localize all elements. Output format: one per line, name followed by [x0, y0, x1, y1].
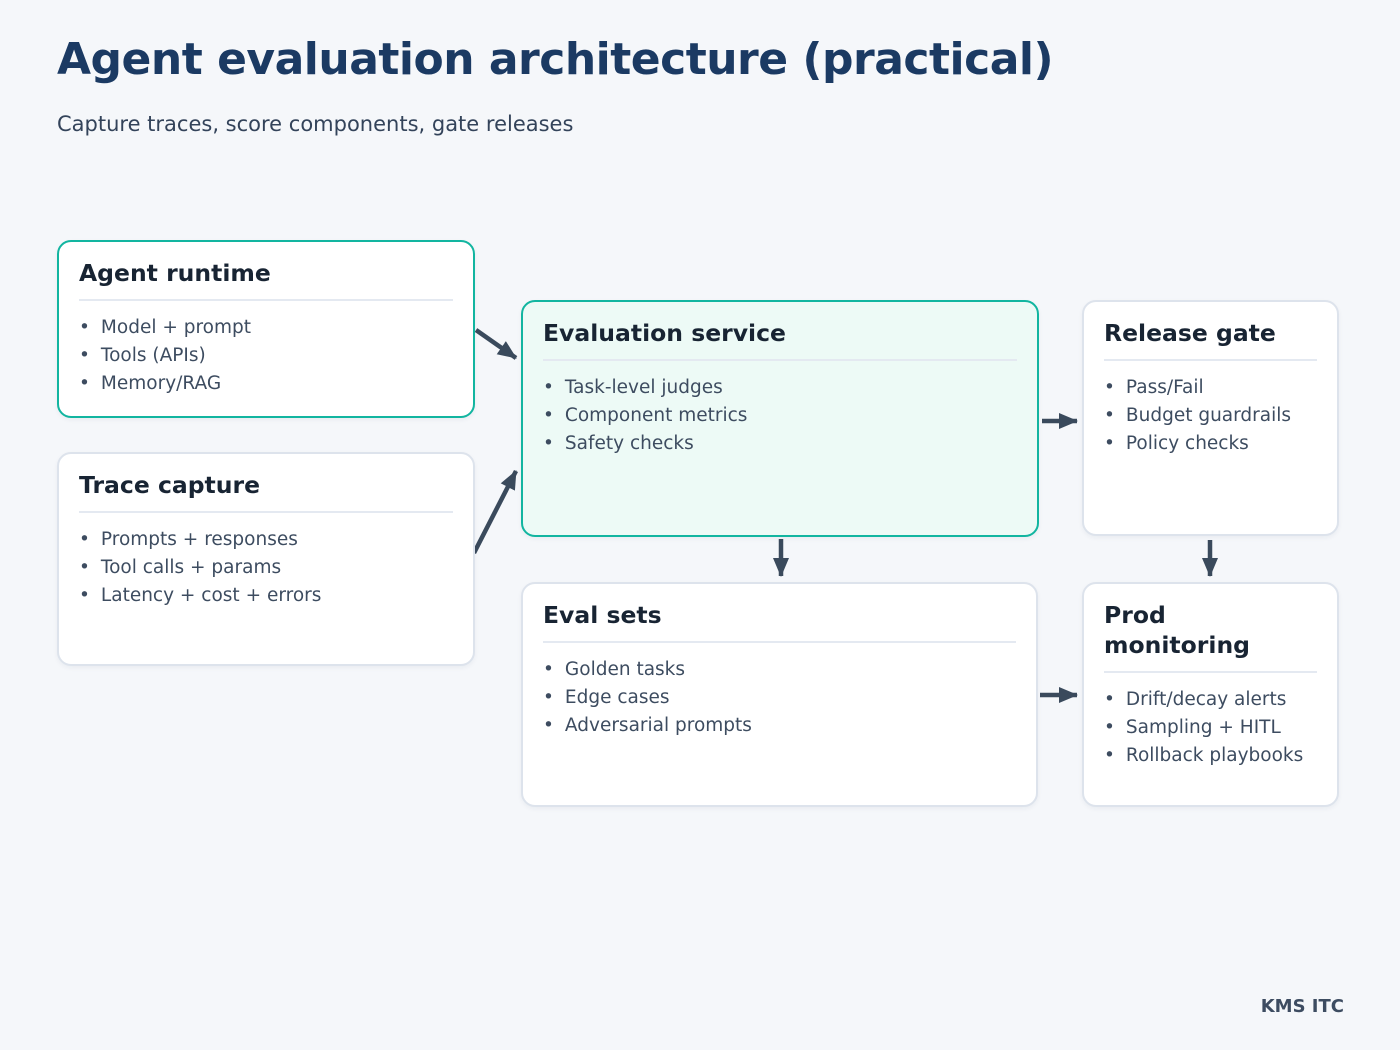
- list-item: Component metrics: [543, 402, 1017, 430]
- list-item: Golden tasks: [543, 656, 1016, 684]
- list-item: Policy checks: [1104, 430, 1317, 458]
- divider: [1104, 671, 1317, 673]
- arrow-trace-capture-to-evaluation-service: [471, 469, 519, 555]
- list-item: Drift/decay alerts: [1104, 686, 1317, 714]
- list-item: Memory/RAG: [79, 370, 453, 398]
- page-title: Agent evaluation architecture (practical…: [57, 34, 1054, 85]
- node-evaluation-service: Evaluation service Task-level judges Com…: [521, 300, 1039, 537]
- node-title: Agent runtime: [79, 259, 271, 287]
- node-release-gate: Release gate Pass/Fail Budget guardrails…: [1082, 300, 1339, 536]
- list-item: Model + prompt: [79, 314, 453, 342]
- list-item: Tool calls + params: [79, 554, 453, 582]
- node-title: Prod monitoring: [1104, 601, 1250, 659]
- node-item-list: Pass/Fail Budget guardrails Policy check…: [1104, 374, 1317, 458]
- divider: [79, 299, 453, 301]
- node-item-list: Task-level judges Component metrics Safe…: [543, 374, 1017, 458]
- list-item: Safety checks: [543, 430, 1017, 458]
- list-item: Edge cases: [543, 684, 1016, 712]
- node-item-list: Golden tasks Edge cases Adversarial prom…: [543, 656, 1016, 740]
- divider: [543, 641, 1016, 643]
- node-trace-capture: Trace capture Prompts + responses Tool c…: [57, 452, 475, 666]
- list-item: Sampling + HITL: [1104, 714, 1317, 742]
- node-item-list: Model + prompt Tools (APIs) Memory/RAG: [79, 314, 453, 398]
- list-item: Tools (APIs): [79, 342, 453, 370]
- list-item: Budget guardrails: [1104, 402, 1317, 430]
- node-agent-runtime: Agent runtime Model + prompt Tools (APIs…: [57, 240, 475, 418]
- node-title: Release gate: [1104, 319, 1276, 347]
- divider: [543, 359, 1017, 361]
- footer-brand: KMS ITC: [1260, 996, 1344, 1017]
- divider: [79, 511, 453, 513]
- node-title: Trace capture: [79, 471, 261, 499]
- list-item: Adversarial prompts: [543, 712, 1016, 740]
- list-item: Latency + cost + errors: [79, 582, 453, 610]
- list-item: Task-level judges: [543, 374, 1017, 402]
- node-eval-sets: Eval sets Golden tasks Edge cases Advers…: [521, 582, 1038, 807]
- divider: [1104, 359, 1317, 361]
- node-item-list: Drift/decay alerts Sampling + HITL Rollb…: [1104, 686, 1317, 770]
- list-item: Rollback playbooks: [1104, 742, 1317, 770]
- list-item: Pass/Fail: [1104, 374, 1317, 402]
- node-title: Evaluation service: [543, 319, 786, 347]
- list-item: Prompts + responses: [79, 526, 453, 554]
- node-title: Eval sets: [543, 601, 662, 629]
- node-prod-monitoring: Prod monitoring Drift/decay alerts Sampl…: [1082, 582, 1339, 807]
- page-subtitle: Capture traces, score components, gate r…: [57, 112, 574, 136]
- arrow-agent-runtime-to-evaluation-service: [474, 328, 518, 360]
- node-item-list: Prompts + responses Tool calls + params …: [79, 526, 453, 610]
